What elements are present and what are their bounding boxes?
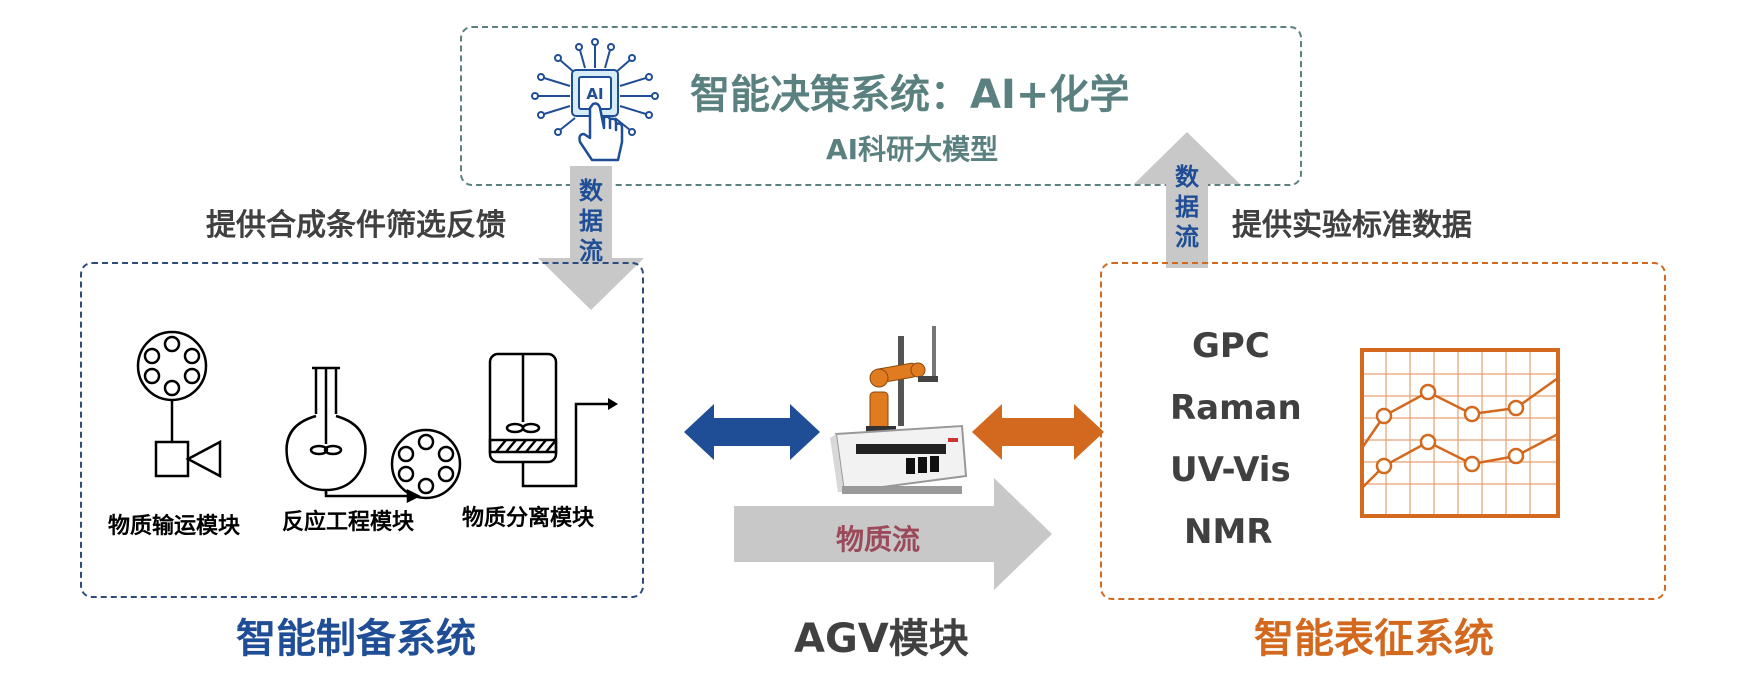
material-flow-arrow	[734, 478, 1052, 590]
preparation-system-title: 智能制备系统	[236, 616, 476, 662]
preparation-system-box	[80, 262, 644, 598]
chip-label: AI	[586, 85, 603, 103]
right-data-caption: 提供实验标准数据	[1232, 208, 1472, 243]
method-uv-vis: UV-Vis	[1170, 450, 1291, 490]
decision-system-box	[460, 26, 1302, 186]
data-flow-down-label: 数 据 流	[579, 177, 603, 265]
material-flow-label: 物质流	[836, 523, 921, 556]
ai-chip-touch-icon: AI	[531, 38, 659, 162]
prep-agv-double-arrow	[684, 404, 820, 460]
separation-module-label: 物质分离模块	[462, 506, 595, 531]
transport-module-label: 物质输运模块	[108, 514, 241, 539]
method-raman: Raman	[1170, 388, 1302, 428]
decision-subtitle: AI科研大模型	[826, 133, 999, 166]
decision-title: 智能决策系统：AI+化学	[690, 72, 1130, 118]
method-nmr: NMR	[1184, 512, 1273, 552]
agv-title: AGV模块	[794, 616, 969, 662]
data-flow-down-arrow	[538, 166, 644, 310]
characterization-system-box	[1100, 262, 1666, 600]
reaction-module-icon	[285, 366, 462, 504]
characterization-system-title: 智能表征系统	[1254, 616, 1494, 662]
transport-module-icon	[136, 330, 222, 479]
data-flow-up-label: 数 据 流	[1175, 163, 1199, 251]
agv-char-double-arrow	[972, 404, 1104, 460]
left-feedback-caption: 提供合成条件筛选反馈	[206, 208, 506, 243]
method-gpc: GPC	[1192, 326, 1270, 366]
reaction-module-label: 反应工程模块	[282, 510, 415, 535]
separation-module-icon	[488, 352, 618, 488]
line-chart-icon	[1360, 348, 1560, 518]
data-flow-up-arrow	[1134, 132, 1240, 268]
agv-robot-icon	[830, 326, 968, 494]
